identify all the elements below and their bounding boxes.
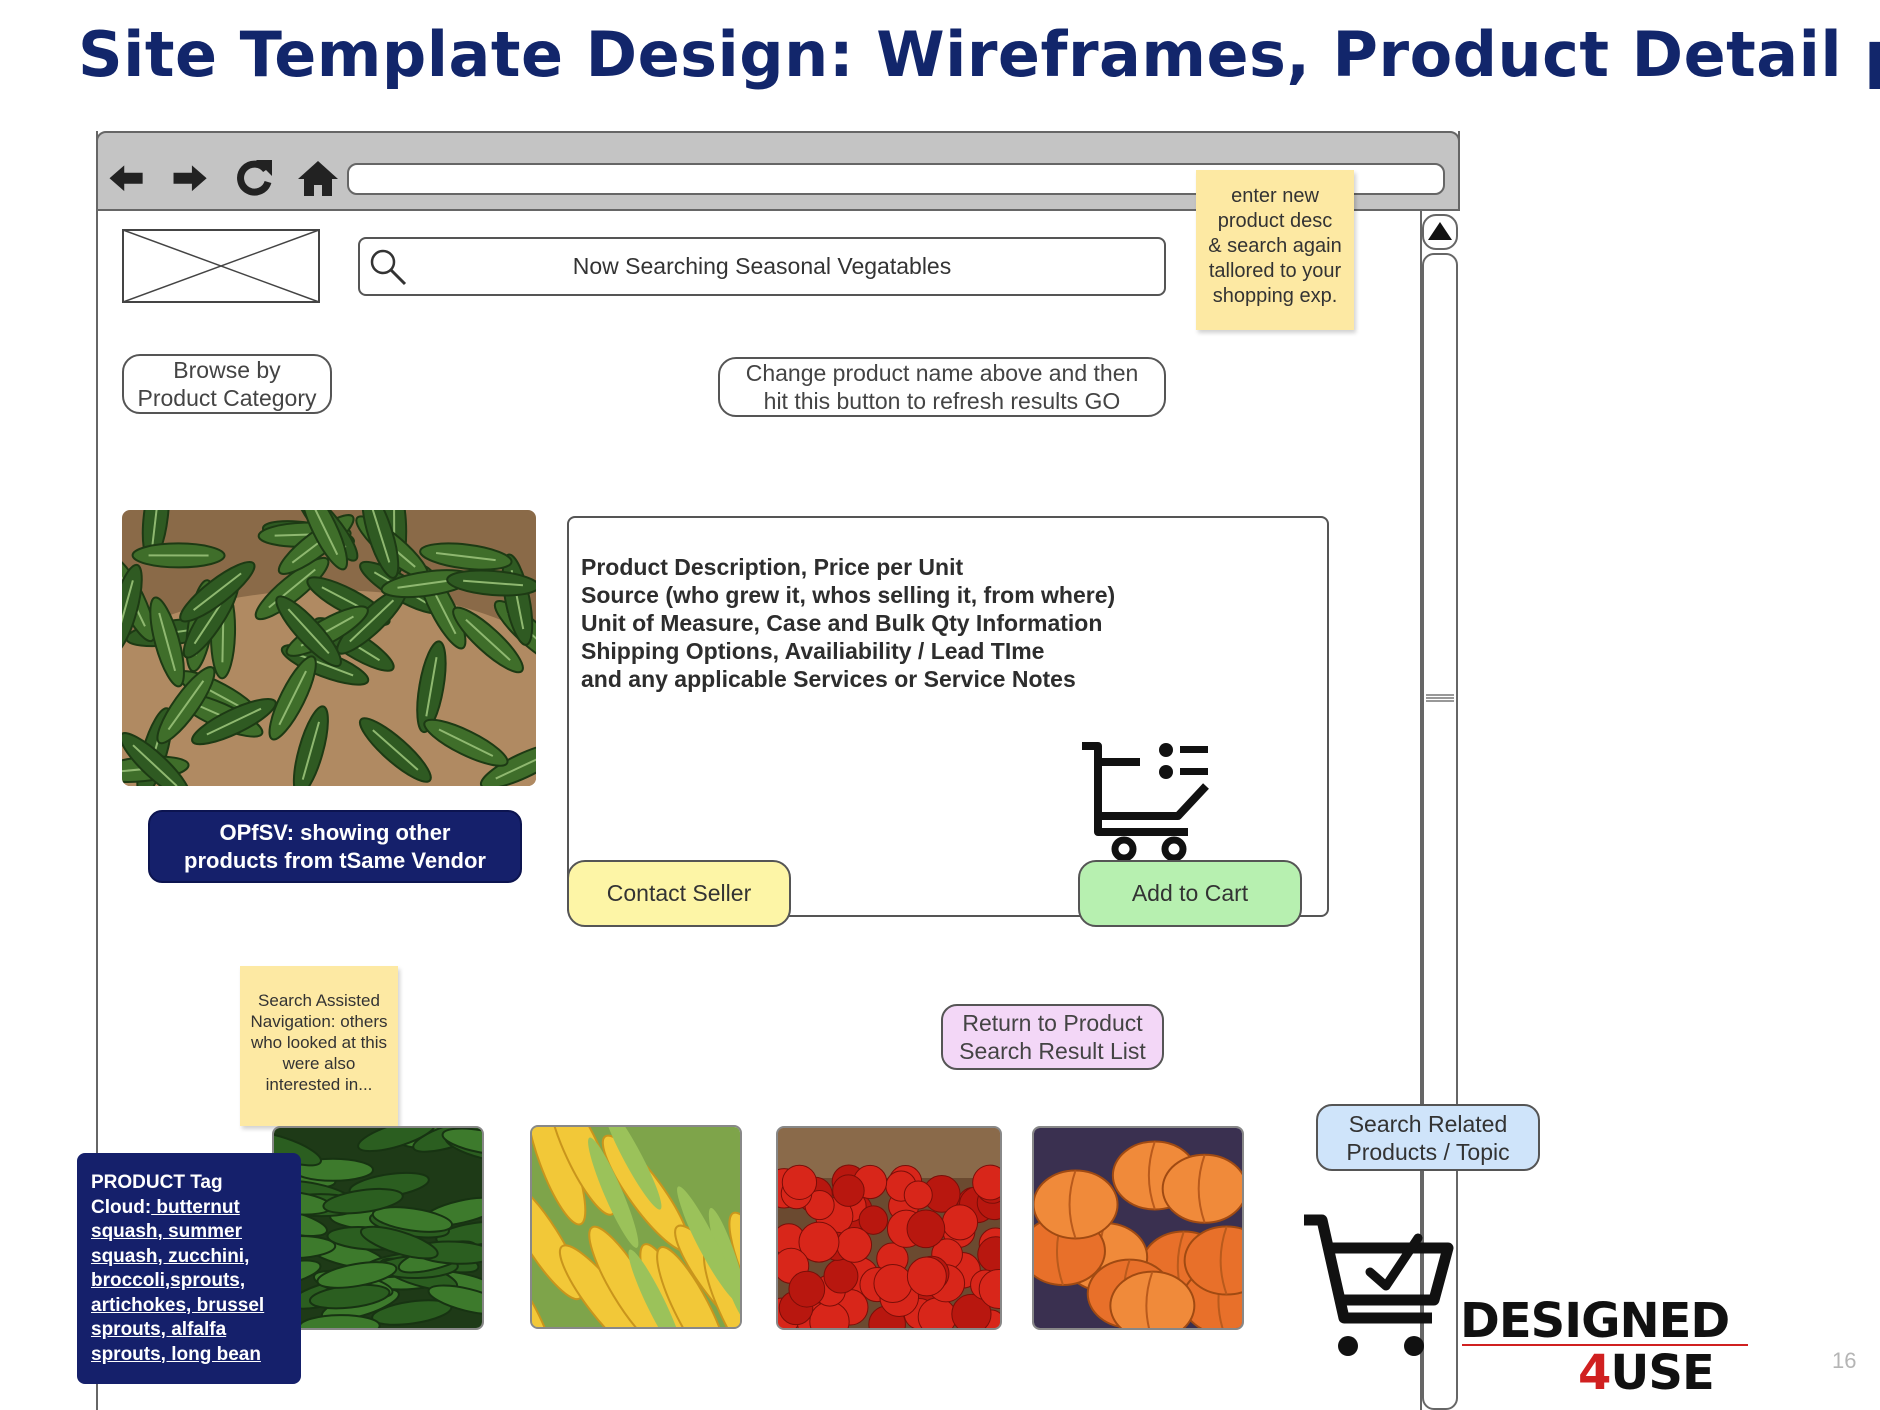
tag-link[interactable]: butternut (151, 1196, 240, 1218)
go-refresh-button[interactable]: Change product name above and then hit t… (718, 357, 1166, 417)
brand-logo-use: USE (1610, 1345, 1714, 1401)
brand-logo-4: 4 (1578, 1345, 1611, 1401)
home-icon[interactable] (296, 158, 340, 198)
add-to-cart-button[interactable]: Add to Cart (1078, 860, 1302, 927)
tag-cloud-prefix: Cloud: (91, 1196, 152, 1218)
brand-logo-4use: 4USE (1578, 1344, 1738, 1402)
product-description-panel (567, 516, 1329, 917)
related-product-pumpkin[interactable] (1032, 1126, 1244, 1330)
sticky-line: Navigation: others (250, 1012, 388, 1031)
opfsv-line2: products from tSame Vendor (184, 847, 486, 873)
scroll-grip-icon[interactable] (1426, 694, 1454, 702)
sticky-note-assisted-navigation: Search Assisted Navigation: others who l… (240, 966, 398, 1126)
sticky-line: enter new (1231, 185, 1319, 207)
site-logo-placeholder[interactable] (122, 229, 320, 303)
return-line1: Return to Product (962, 1010, 1143, 1036)
return-line2: Search Result List (959, 1038, 1146, 1064)
sticky-line: shopping exp. (1212, 285, 1338, 307)
related-product-tomato[interactable] (776, 1126, 1002, 1330)
brand-logo-designed: DESIGNED (1460, 1293, 1730, 1349)
return-to-results-button[interactable]: Return to Product Search Result List (941, 1004, 1164, 1070)
back-arrow-icon[interactable] (104, 158, 148, 198)
tag-link[interactable]: sprouts, alfalfa (91, 1319, 227, 1340)
sticky-note-search-tip: enter new product desc & search again ta… (1196, 170, 1354, 330)
related-product-cucumber[interactable] (272, 1126, 484, 1330)
search-icon (368, 247, 408, 287)
sticky-line: interested in... (265, 1075, 373, 1094)
related-line2: Products / Topic (1346, 1138, 1510, 1165)
browse-label-line1: Browse by (173, 357, 281, 383)
tag-link[interactable]: artichokes, brussel (91, 1294, 265, 1316)
sticky-line: tallored to your (1208, 260, 1342, 282)
sticky-line: who looked at this (250, 1033, 388, 1052)
opfsv-line1: OPfSV: showing other (219, 819, 451, 845)
description-line: Unit of Measure, Case and Bulk Qty Infor… (581, 610, 1103, 636)
related-line1: Search Related (1348, 1110, 1508, 1137)
scroll-up-button[interactable] (1422, 214, 1458, 250)
tag-cloud-heading: PRODUCT Tag (91, 1172, 223, 1193)
search-input[interactable] (358, 237, 1166, 296)
sticky-line: product desc (1217, 210, 1333, 232)
scroll-track[interactable] (1422, 253, 1458, 1410)
shopping-cart-list-icon (1080, 742, 1212, 864)
sticky-line: & search again (1208, 235, 1342, 257)
go-label-line2: hit this button to refresh results GO (763, 388, 1121, 414)
description-line: Shipping Options, Availiability / Lead T… (581, 638, 1045, 664)
tag-link[interactable]: sprouts, long bean (91, 1343, 261, 1365)
browse-label-line2: Product Category (137, 385, 317, 411)
brand-cart-check-icon (1300, 1214, 1454, 1364)
tag-link[interactable]: squash, summer (91, 1221, 242, 1242)
forward-arrow-icon[interactable] (168, 158, 212, 198)
search-related-button[interactable]: Search Related Products / Topic (1316, 1104, 1540, 1171)
description-line: Source (who grew it, whos selling it, fr… (581, 582, 1116, 608)
page-number: 16 (1832, 1348, 1857, 1373)
sticky-line: Search Assisted (258, 991, 380, 1010)
tag-link[interactable]: broccoli,sprouts, (91, 1270, 246, 1291)
brand-logo-underline (1462, 1344, 1748, 1346)
reload-icon[interactable] (232, 156, 276, 200)
product-tag-cloud: PRODUCT Tag Cloud: butternut squash, sum… (77, 1153, 301, 1384)
description-line: and any applicable Services or Service N… (581, 666, 1076, 692)
related-product-corn[interactable] (530, 1125, 742, 1329)
slide-title: Site Template Design: Wireframes, Produc… (78, 18, 1880, 91)
go-label-line1: Change product name above and then (745, 360, 1139, 386)
description-line: Product Description, Price per Unit (581, 554, 964, 580)
search-input-value: Now Searching Seasonal Vegatables (572, 253, 952, 279)
contact-seller-button[interactable]: Contact Seller (567, 860, 791, 927)
browse-category-button[interactable]: Browse by Product Category (122, 354, 332, 414)
other-vendor-products-button[interactable]: OPfSV: showing other products from tSame… (148, 810, 522, 883)
product-image-zucchini[interactable] (122, 510, 536, 786)
sticky-line: were also (282, 1054, 356, 1073)
tag-link[interactable]: squash, zucchini, (91, 1245, 250, 1267)
